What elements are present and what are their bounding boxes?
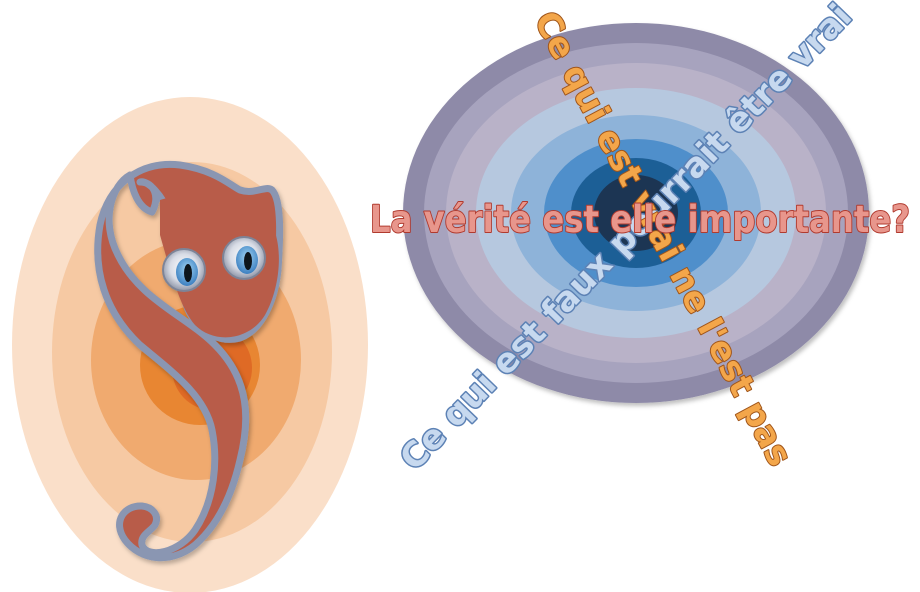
creature-left-eye [163,249,205,291]
main-question-text: La vérité est elle importante? [370,198,910,241]
creature-right-eye [223,237,265,279]
